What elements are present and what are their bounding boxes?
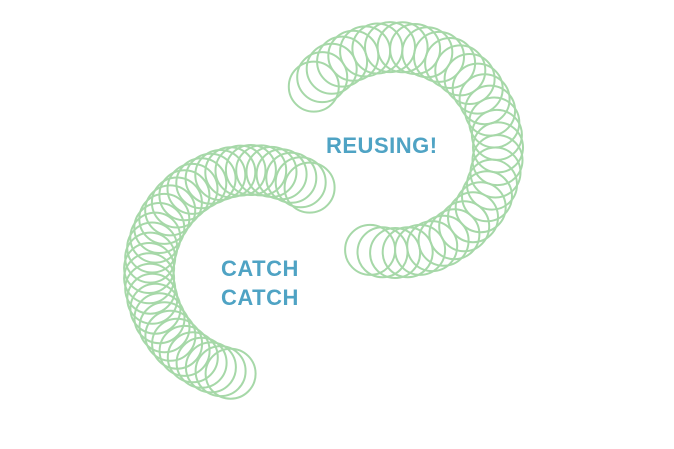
ring-lower: [144, 309, 197, 362]
ring-lower: [194, 345, 247, 398]
ring-lower: [166, 331, 219, 384]
ring-lower: [235, 144, 288, 197]
ring-lower: [144, 184, 197, 237]
ring-upper: [471, 134, 524, 187]
ring-upper: [438, 200, 491, 253]
ring-upper: [454, 181, 507, 234]
ring-upper: [296, 51, 349, 104]
ring-upper: [466, 158, 518, 211]
ring-upper: [369, 227, 422, 279]
ring-upper: [443, 53, 496, 105]
ring-lower: [133, 292, 186, 345]
ring-lower: [123, 242, 176, 294]
catch-label-line-1: CATCH: [221, 256, 299, 281]
ring-lower: [184, 341, 237, 394]
ring-upper: [344, 223, 397, 276]
reusing-label: REUSING!: [326, 133, 438, 158]
catch-label: CATCH CATCH: [221, 254, 299, 312]
ring-upper: [316, 35, 369, 88]
ring-upper: [447, 191, 499, 244]
ring-upper: [472, 121, 524, 174]
ring-lower: [124, 231, 177, 284]
ring-upper: [458, 73, 511, 126]
ring-lower: [204, 347, 257, 400]
catch-label-line-2: CATCH: [221, 285, 299, 310]
ring-lower: [224, 144, 277, 196]
ring-upper: [376, 21, 429, 74]
ring-upper: [461, 170, 513, 223]
ring-lower: [126, 272, 179, 325]
ring-lower: [158, 324, 211, 377]
ring-lower: [123, 252, 176, 305]
ring-upper: [401, 26, 454, 79]
ring-lower: [166, 162, 219, 215]
ring-lower: [133, 202, 186, 254]
ring-upper: [417, 214, 470, 267]
ring-lower: [129, 211, 182, 264]
ring-lower: [265, 151, 318, 204]
ring-lower: [283, 161, 336, 214]
ring-upper: [381, 226, 434, 279]
ring-lower: [150, 176, 203, 229]
